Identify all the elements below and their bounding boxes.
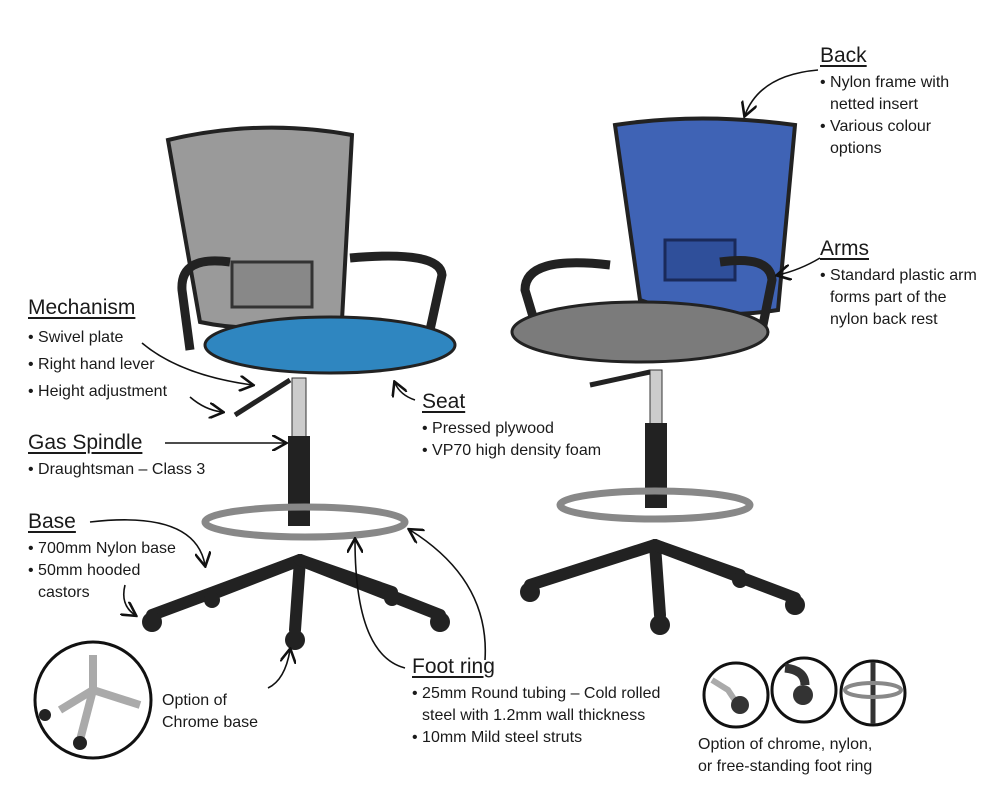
gas-spindle-callout: Gas Spindle Draughtsman – Class 3 <box>28 431 205 481</box>
gas-spindle-bullet: Draughtsman – Class 3 <box>28 459 205 481</box>
base-heading: Base <box>28 510 76 533</box>
left-arm-r <box>349 251 447 331</box>
back-callout: Back Nylon frame with netted insert Vari… <box>820 44 949 160</box>
chrome-base-inset <box>33 640 153 760</box>
right-seat <box>510 300 770 364</box>
back-heading: Back <box>820 44 867 67</box>
arms-bullet-cont: nylon back rest <box>830 311 938 328</box>
caption-line: or free-standing foot ring <box>698 758 873 775</box>
foot-ring-callout: Foot ring 25mm Round tubing – Cold rolle… <box>412 655 660 749</box>
back-bullet-cont: netted insert <box>830 96 919 113</box>
chrome-base-caption: Option of Chrome base <box>162 690 258 734</box>
caption-line: Option of chrome, nylon, <box>698 736 873 753</box>
gas-spindle-heading: Gas Spindle <box>28 431 143 454</box>
left-gas-spindle <box>288 436 310 526</box>
left-back-logo <box>230 260 314 309</box>
mechanism-bullet: Height adjustment <box>28 378 167 405</box>
mechanism-callout: Mechanism Swivel plate Right hand lever … <box>28 296 167 405</box>
ring-options-caption: Option of chrome, nylon, or free-standin… <box>698 734 872 778</box>
back-bullet: Various colour <box>820 116 949 138</box>
base-bullet: 50mm hooded <box>28 560 176 582</box>
arms-bullet: Standard plastic arm <box>820 265 977 287</box>
seat-bullet: Pressed plywood <box>422 418 601 440</box>
left-foot-ring <box>201 503 409 541</box>
mechanism-heading: Mechanism <box>28 296 136 319</box>
mechanism-bullet: Swivel plate <box>28 324 167 351</box>
back-bullet-cont: options <box>830 140 882 157</box>
caption-line: Option of <box>162 692 227 709</box>
callout-arrows <box>89 69 821 689</box>
foot-ring-bullet-cont: steel with 1.2mm wall thickness <box>422 707 646 724</box>
arms-heading: Arms <box>820 237 869 260</box>
right-chair <box>510 116 805 635</box>
seat-heading: Seat <box>422 390 466 413</box>
arms-callout: Arms Standard plastic arm forms part of … <box>820 237 977 331</box>
seat-bullet: VP70 high density foam <box>422 440 601 462</box>
caption-line: Chrome base <box>162 714 259 731</box>
foot-ring-options-insets <box>702 656 907 729</box>
arms-bullet-cont: forms part of the <box>830 289 947 306</box>
seat-callout: Seat Pressed plywood VP70 high density f… <box>422 390 601 462</box>
base-callout: Base 700mm Nylon base 50mm hooded castor… <box>28 510 176 604</box>
foot-ring-bullet: 10mm Mild steel struts <box>412 727 660 749</box>
left-chair <box>142 125 457 650</box>
base-bullet-cont: castors <box>38 584 90 601</box>
left-base <box>146 554 446 636</box>
left-seat <box>203 315 457 375</box>
foot-ring-bullet: 25mm Round tubing – Cold rolled <box>412 683 660 705</box>
back-bullet: Nylon frame with <box>820 72 949 94</box>
left-arm-l <box>177 256 231 351</box>
base-bullet: 700mm Nylon base <box>28 538 176 560</box>
foot-ring-heading: Foot ring <box>412 655 495 678</box>
mechanism-bullet: Right hand lever <box>28 351 167 378</box>
